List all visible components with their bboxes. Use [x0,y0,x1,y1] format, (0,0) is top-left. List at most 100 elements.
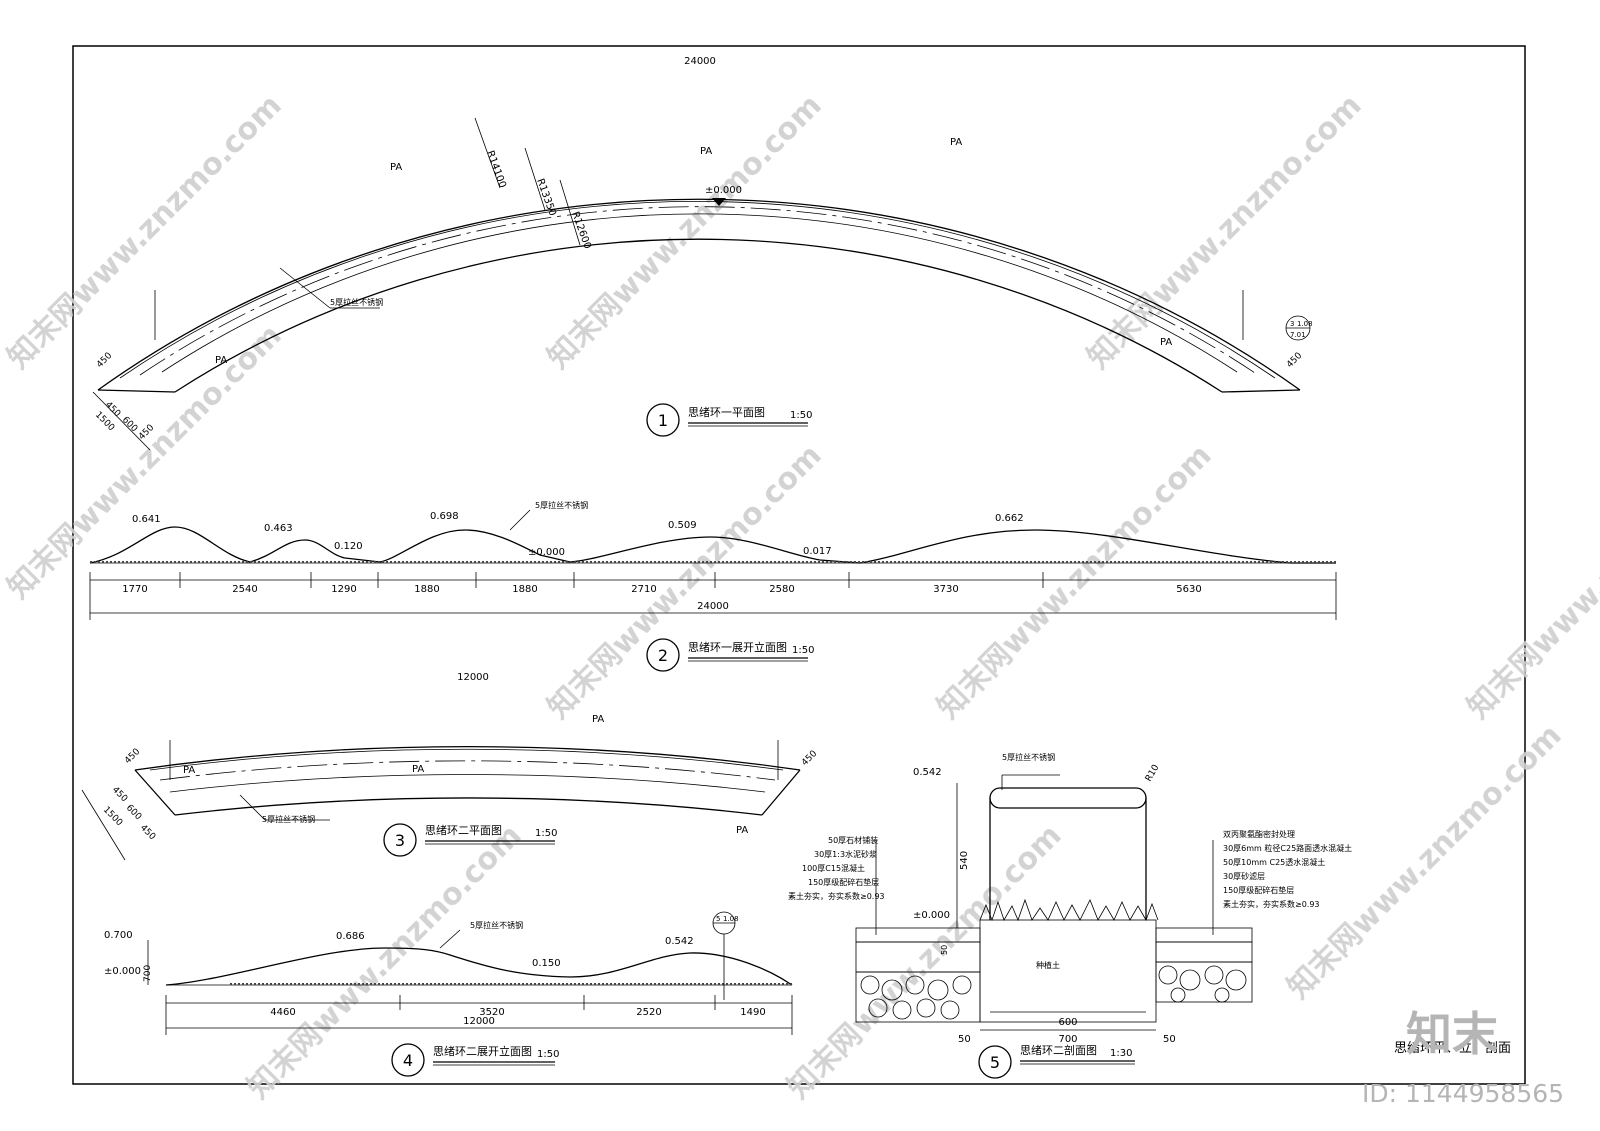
plan1-scale: 1:50 [790,410,812,421]
elev2-seg-4: 1880 [414,584,439,595]
plan1-end-dim-left: 450 [95,351,114,370]
plan1-arc-4 [161,213,1238,373]
elev4-tag-sheet: 1.08 [723,915,739,923]
plan3-arc-4 [169,774,766,793]
section5-title: 思绪环二剖面图 [1020,1043,1097,1057]
elev2-steel-label: 5厚拉丝不锈钢 [535,500,588,510]
plan3-arc-2 [149,748,784,771]
plan1-number: 1 [658,411,668,430]
section5-left-layer-4: 150厚级配碎石垫层 [808,877,879,887]
section5-number-circle [978,1045,1012,1079]
plan1-outer-arc [97,198,1301,391]
radius-label-3: R12600 [569,210,593,250]
plan3-scale: 1:50 [535,828,557,839]
elevation-4: 0.700 ±0.000 700 0.686 0.150 0.542 5厚拉丝不… [104,911,793,1077]
section5-steel-cap [989,787,1147,809]
sheet-border [72,45,1526,1085]
elev4-height-dim: 700 [143,965,153,982]
elev4-steel-label: 5厚拉丝不锈钢 [470,920,523,930]
elev2-seg-1: 1770 [122,584,147,595]
elev4-tag-top: 5 [716,915,720,923]
section5-dim-50-left: 50 [958,1034,971,1045]
elev2-level-7: 0.017 [803,546,832,557]
plan3-width-2: 600 [124,803,143,822]
elev2-scale: 1:50 [792,645,814,656]
elev2-level-4: 0.698 [430,511,459,522]
sheet-title: 思绪环平、立、剖面 [1394,1041,1511,1056]
elev2-level-3: 0.120 [334,541,363,552]
plan1-pa-label-5: PA [1160,337,1172,348]
plan3-pa-3: PA [412,764,424,775]
elev2-level-2: 0.463 [264,523,293,534]
plan3-outer-arc [134,745,801,771]
section5-right-gravel [1155,961,1253,1003]
section5-height-dim: 540 [959,851,970,870]
plan1-title: 思绪环一平面图 [688,405,765,419]
plan1-tag-bottom: 7.01 [1290,331,1306,339]
elev2-seg-6: 2710 [631,584,656,595]
section5-number: 5 [990,1053,1000,1072]
section5-dim-50-right: 50 [1163,1034,1176,1045]
plan3-width-3: 450 [138,823,157,842]
section5-soil-label: 种植土 [1036,960,1060,970]
plan3-steel-label: 5厚拉丝不锈钢 [262,814,315,824]
elev4-seg-2: 3520 [479,1007,504,1018]
section5-right-layer-6: 素土夯实，夯实系数≥0.93 [1223,899,1320,909]
elev2-steel-leader [509,509,531,531]
section5-right-layer-5: 150厚级配碎石垫层 [1223,885,1294,895]
svg-text:知末网www.znzmo.com: 知末网www.znzmo.com [1,318,289,606]
plan3-end-dim-left: 450 [123,747,142,766]
section5-right-layer-2: 30厚6mm 粒径C25路面透水混凝土 [1223,843,1352,853]
radius-label-1: R14100 [484,149,508,189]
plan3-pa-1: PA [592,714,604,725]
radius-leader-2 [524,147,546,211]
plan1-number-circle [646,403,680,437]
svg-text:知末网www.znzmo.com: 知末网www.znzmo.com [781,818,1069,1106]
section5-steel-label: 5厚拉丝不锈钢 [1002,752,1055,762]
elev4-level-1: 0.700 [104,930,133,941]
elev2-seg-5: 1880 [512,584,537,595]
elev4-level-4: 0.150 [532,958,561,969]
elev2-level-5: ±0.000 [528,547,565,558]
elev2-level-1: 0.641 [132,514,161,525]
section5-scale: 1:30 [1110,1048,1132,1059]
elevation2-ticks [89,572,1337,620]
section5-left-layer-1: 50厚石材铺装 [828,835,878,845]
plan3-arc-center [159,760,776,781]
plan1-width-dimline [92,391,151,451]
plan1-steel-leader [279,267,331,309]
elev2-title: 思绪环一展开立面图 [688,640,787,654]
section5-left-layer-3: 100厚C15混凝土 [802,863,865,873]
elev4-scale: 1:50 [537,1049,559,1060]
plan3-end-dim-right: 450 [800,749,819,768]
elev4-number: 4 [403,1051,413,1070]
section5-right-concrete [1155,941,1253,963]
section5-left-layer-2: 30厚1:3水泥砂浆 [814,849,877,859]
plan1-tag-sheet: 1.08 [1297,320,1313,328]
svg-text:知末网www.znzmo.com: 知末网www.znzmo.com [541,438,829,726]
plan1-inner-arc [174,238,1223,393]
plan1-end-dim-right: 450 [1285,351,1304,370]
radius-leader-3 [559,179,581,246]
plan1-tag-top: 3 [1290,320,1294,328]
svg-text:知末网www.znzmo.com: 知末网www.znzmo.com [931,438,1219,726]
elev2-number-circle [646,638,680,672]
plan1-arc-2 [119,200,1276,379]
elev4-seg-1: 4460 [270,1007,295,1018]
section5-right-layer-3: 50厚10mm C25透水混凝土 [1223,857,1325,867]
plan1-pa-label-4: PA [215,355,227,366]
section5-soil-pit [979,919,1157,1023]
elev4-seg-3: 2520 [636,1007,661,1018]
section5-dim-600: 600 [1058,1017,1077,1028]
section5-left-layer-5: 素土夯实，夯实系数≥0.93 [788,891,885,901]
plan-3: 12000 PA PA PA PA 5厚拉丝不锈钢 450 450 450 60… [81,672,819,861]
section5-right-layer-1: 双丙聚氨酯密封处理 [1223,829,1295,839]
plan3-width-dimline [81,789,126,861]
radius-leader-1 [474,117,501,189]
elev4-steel-leader [439,929,461,949]
plan3-title: 思绪环二平面图 [425,823,502,837]
plan1-right-end [1221,389,1301,393]
elev2-total: 24000 [697,601,729,612]
elevation2-profile [89,526,1336,564]
